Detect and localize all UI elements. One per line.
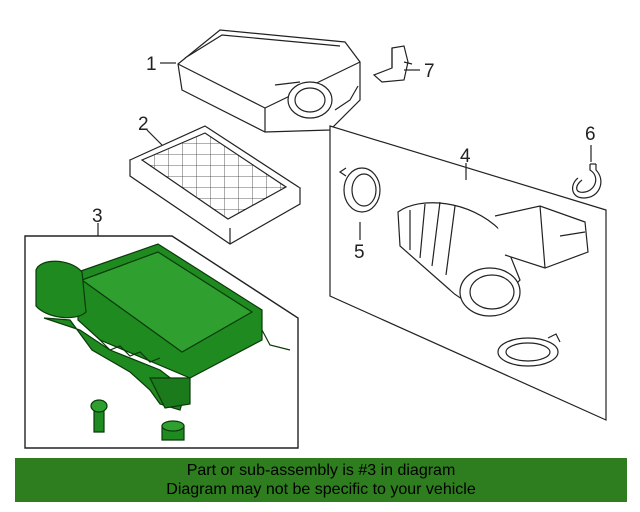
leader-lines: [97, 62, 592, 240]
part-2-air-filter[interactable]: [128, 125, 302, 245]
callout-6: 6: [585, 124, 596, 145]
callout-4: 4: [460, 146, 471, 167]
part-7-bracket[interactable]: [372, 45, 413, 83]
callout-1: 1: [146, 54, 157, 75]
part-5-clamp[interactable]: [338, 167, 381, 213]
part-3-air-cleaner-body[interactable]: [35, 243, 291, 441]
notice-banner: Part or sub-assembly is #3 in diagram Di…: [15, 458, 627, 502]
banner-line-1: Part or sub-assembly is #3 in diagram: [186, 462, 456, 479]
part-6-vacuum-hose[interactable]: [572, 163, 602, 199]
callout-7: 7: [424, 61, 435, 82]
part-1-air-cleaner-cap[interactable]: [177, 29, 361, 133]
callout-3: 3: [92, 206, 103, 227]
callout-5: 5: [354, 242, 365, 263]
callout-2: 2: [138, 114, 149, 135]
part-4-intake-hose[interactable]: [397, 201, 589, 367]
banner-line-2: Diagram may not be specific to your vehi…: [166, 481, 476, 498]
